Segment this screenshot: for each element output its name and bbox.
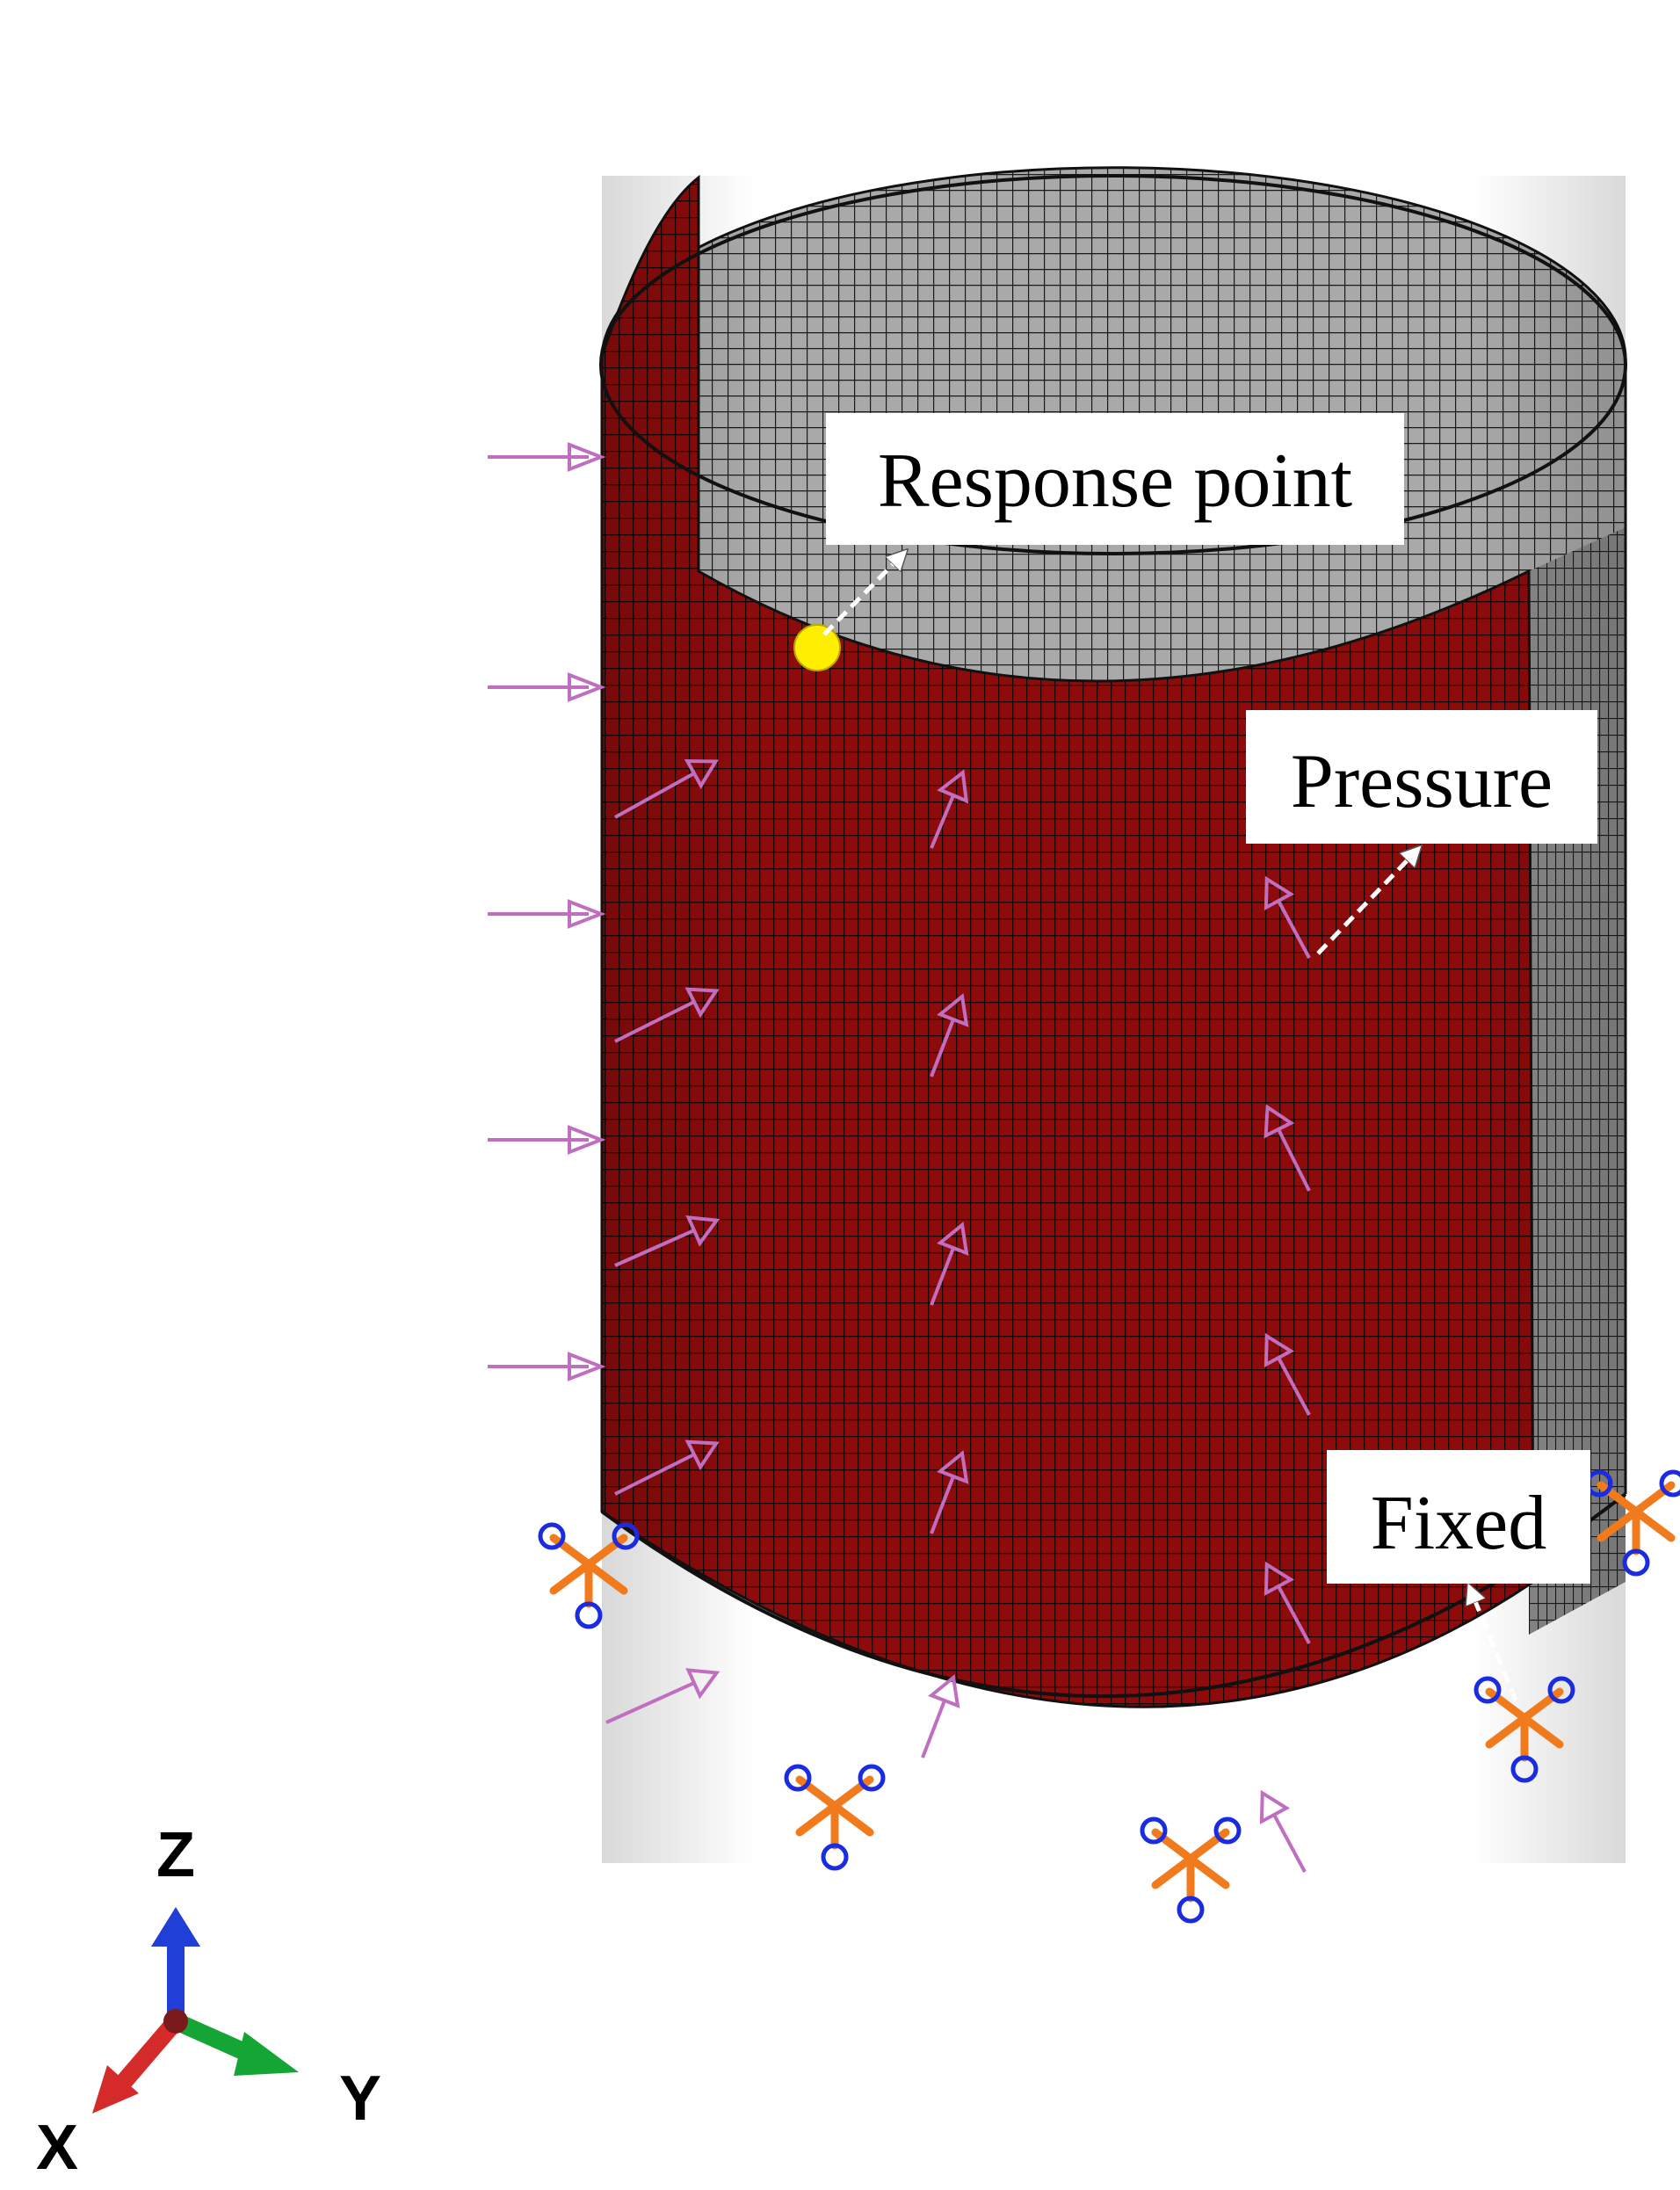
response-point-marker <box>793 624 841 671</box>
pressure-arrow <box>488 1125 606 1155</box>
x-axis-label: X <box>36 2113 78 2183</box>
fixed-bc-symbol <box>538 1522 640 1629</box>
fixed-bc-symbol <box>784 1764 886 1871</box>
fixed-callout: Fixed <box>1327 1450 1590 1584</box>
fixed-label: Fixed <box>1371 1481 1546 1566</box>
coordinate-triad: Z X Y <box>36 1820 381 2183</box>
y-axis-arrowhead <box>234 2032 299 2076</box>
fixed-bc-markers <box>538 1469 1680 1924</box>
pressure-leader <box>1316 848 1419 955</box>
pressure-arrow <box>1264 1104 1311 1192</box>
x-axis-arrow <box>116 2015 183 2089</box>
pressure-arrow <box>614 758 719 819</box>
z-axis-label: Z <box>156 1820 195 1890</box>
pressure-arrow <box>488 899 606 929</box>
response-point-label: Response point <box>878 439 1352 524</box>
fixed-bc-symbol <box>1585 1469 1680 1577</box>
pressure-arrow <box>1264 1332 1311 1416</box>
pressure-arrow <box>921 1674 960 1759</box>
pressure-arrow <box>488 672 606 702</box>
pressure-arrow <box>930 1222 969 1306</box>
pressure-arrow <box>614 1439 720 1496</box>
z-axis-arrowhead <box>151 1907 200 1947</box>
y-axis-label: Y <box>339 2063 381 2134</box>
pressure-callout: Pressure <box>1246 710 1597 844</box>
pressure-arrow <box>605 1668 721 1724</box>
pressure-arrow <box>488 442 606 472</box>
fixed-leader <box>1469 1586 1518 1701</box>
pressure-load-arrows <box>488 442 1311 1873</box>
fixed-bc-symbol <box>1474 1676 1575 1783</box>
pressure-arrow <box>930 769 969 849</box>
pressure-label: Pressure <box>1291 739 1553 824</box>
response-point-callout: Response point <box>826 413 1404 545</box>
pressure-arrow <box>1259 1789 1307 1873</box>
pressure-arrow <box>930 993 969 1077</box>
fixed-bc-symbol <box>1140 1817 1242 1924</box>
pressure-arrow <box>1264 1561 1311 1644</box>
pressure-arrow <box>488 1352 606 1381</box>
x-axis-arrowhead <box>92 2065 139 2114</box>
pressure-arrow <box>1264 875 1311 959</box>
pressure-arrow <box>614 1215 721 1267</box>
pressure-arrow <box>614 987 720 1043</box>
pressure-arrow <box>930 1450 969 1534</box>
